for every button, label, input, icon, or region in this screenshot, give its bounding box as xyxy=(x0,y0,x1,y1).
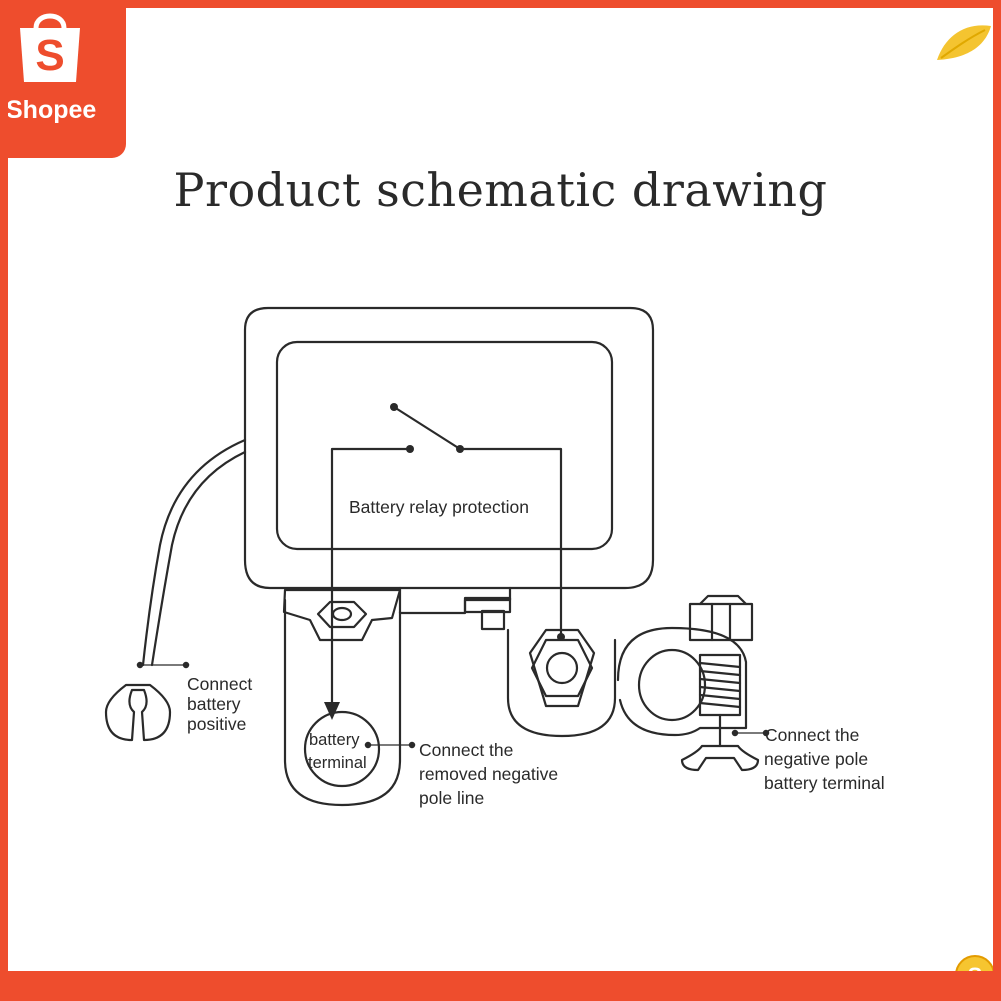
removed-negative-label-line-2: removed negative xyxy=(419,764,558,784)
leaf-decoration-icon xyxy=(937,25,991,60)
positive-cable-inner xyxy=(150,450,247,667)
clamp-plate xyxy=(282,588,402,642)
negative-terminal-label-line-1: Connect the xyxy=(765,725,859,745)
wing-nut xyxy=(680,744,760,772)
positive-label-line-2: battery xyxy=(187,694,241,714)
removed-negative-label-line-3: pole line xyxy=(419,788,484,808)
negative-terminal-label-line-3: battery terminal xyxy=(764,773,885,793)
brand-name: Shopee xyxy=(6,96,97,124)
relay-wire-right xyxy=(458,447,563,639)
terminal-label-line-2: terminal xyxy=(308,754,367,772)
clamp-step xyxy=(398,586,512,615)
positive-ring-lug xyxy=(104,683,172,742)
shopee-logo-badge: S Shopee xyxy=(0,0,126,158)
relay-switch-arm xyxy=(392,405,462,451)
relay-wire-left xyxy=(330,447,412,712)
clamp-screw-top xyxy=(688,602,754,642)
terminal-label-line-1: battery xyxy=(309,731,360,749)
switch-contact-left xyxy=(406,445,414,453)
battery-terminal-ring xyxy=(303,710,381,788)
relay-inner-panel xyxy=(275,340,614,551)
negative-terminal-label-line-2: negative pole xyxy=(764,749,868,769)
clamp-nut-hole xyxy=(331,606,353,622)
logo-letter: S xyxy=(35,31,64,80)
bolt-contact-dot xyxy=(557,633,565,641)
relay-housing xyxy=(243,306,655,590)
switch-pivot-dot xyxy=(390,403,398,411)
positive-cable xyxy=(141,438,247,667)
switch-contact-right xyxy=(456,445,464,453)
removed-negative-label-line-1: Connect the xyxy=(419,740,513,760)
relay-label: Battery relay protection xyxy=(349,497,529,517)
positive-label-line-1: Connect xyxy=(187,674,252,694)
clamp-tab-small xyxy=(480,609,506,631)
battery-clamp-ring xyxy=(616,626,748,737)
hex-bolt xyxy=(528,628,596,708)
shopping-bag-icon: S xyxy=(20,13,80,82)
positive-label-line-3: positive xyxy=(187,714,246,734)
terminal-arrowhead xyxy=(324,702,340,720)
battery-clamp-hole xyxy=(637,648,707,722)
left-terminal-leg xyxy=(283,598,402,807)
right-terminal-leg xyxy=(506,628,617,738)
hex-bolt-center xyxy=(545,651,579,685)
clamp-nut xyxy=(316,600,368,629)
page-title: Product schematic drawing xyxy=(173,163,828,217)
